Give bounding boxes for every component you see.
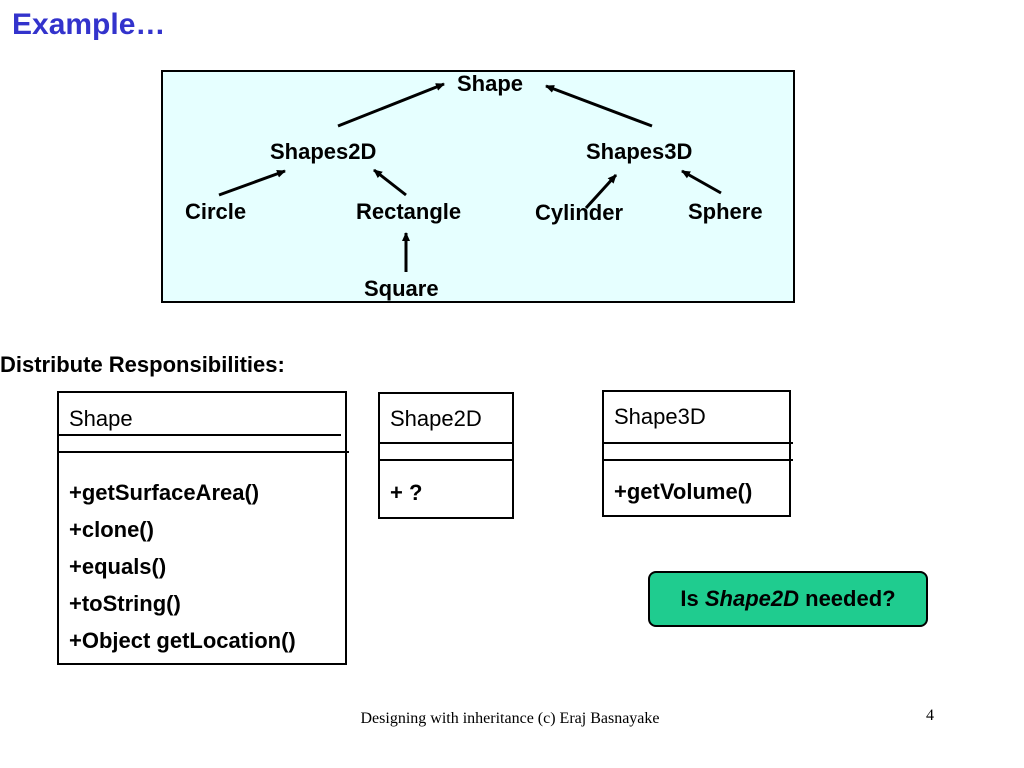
uml-operation: +getVolume() — [614, 479, 753, 504]
callout-emphasis: Shape2D — [704, 586, 800, 611]
page-number: 4 — [926, 707, 934, 724]
uml-operation: +getSurfaceArea() — [69, 480, 260, 505]
callout-question: Is Shape2D needed? — [648, 571, 928, 627]
uml-class-name: Shape2D — [390, 406, 482, 431]
section-heading: Distribute Responsibilities: — [0, 352, 285, 377]
uml-divider — [604, 459, 793, 461]
uml-operation: +toString() — [69, 591, 181, 616]
uml-divider — [604, 442, 793, 444]
node-cylinder: Cylinder — [535, 200, 624, 225]
uml-class-shape2d: Shape2D + ? — [378, 392, 514, 519]
node-square: Square — [364, 276, 439, 301]
uml-class-name: Shape — [69, 406, 133, 431]
callout-suffix: needed? — [799, 586, 896, 611]
slide-title: Example… — [12, 8, 166, 41]
uml-operation: +Object getLocation() — [69, 628, 296, 653]
node-rectangle: Rectangle — [356, 199, 462, 224]
inheritance-tree — [161, 70, 795, 303]
uml-divider — [380, 459, 512, 461]
uml-divider — [59, 451, 349, 453]
node-circle: Circle — [185, 199, 247, 224]
callout-prefix: Is — [680, 586, 705, 611]
node-shape: Shape — [457, 71, 524, 96]
uml-operation: +equals() — [69, 554, 167, 579]
uml-class-shape: Shape +getSurfaceArea() +clone() +equals… — [57, 391, 349, 665]
footer-text: Designing with inheritance (c) Eraj Basn… — [360, 710, 660, 727]
uml-operation: + ? — [390, 480, 423, 505]
uml-divider — [380, 442, 512, 444]
node-shapes3d: Shapes3D — [586, 139, 693, 164]
node-sphere: Sphere — [688, 199, 763, 224]
uml-class-name: Shape3D — [614, 404, 706, 429]
uml-class-shape3d: Shape3D +getVolume() — [602, 390, 793, 517]
uml-divider — [59, 434, 341, 436]
node-shapes2d: Shapes2D — [270, 139, 377, 164]
uml-operation: +clone() — [69, 517, 154, 542]
